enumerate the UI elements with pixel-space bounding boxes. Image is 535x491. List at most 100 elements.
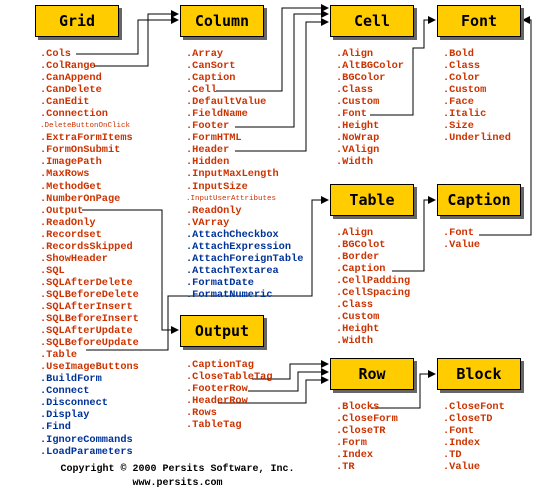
column-member: .FormHTML	[186, 132, 242, 145]
column-member: .InputMaxLength	[186, 168, 279, 181]
connector-blocks-to-block	[372, 370, 436, 409]
grid-member: .ReadOnly	[40, 216, 96, 229]
row-member: .Index	[336, 449, 374, 462]
grid-member: .IgnoreCommands	[40, 433, 133, 446]
grid-member: .ShowHeader	[40, 252, 108, 265]
grid-member: .Table	[40, 349, 78, 362]
column-member: .Footer	[186, 120, 230, 133]
cell-member: .Align	[336, 48, 374, 60]
cell-member: .VAlign	[336, 144, 380, 157]
connector-output-to-output	[82, 209, 179, 334]
cell-member: .NoWrap	[336, 132, 380, 145]
output-member: .TableTag	[186, 419, 242, 432]
row-member: .TR	[336, 461, 355, 474]
column-member: .FieldName	[186, 108, 248, 121]
cell-member: .Custom	[336, 96, 380, 109]
cell-title: Cell	[353, 12, 391, 30]
table-member: .Custom	[336, 311, 380, 324]
connector-cols-to-column	[76, 16, 179, 55]
grid-member: .ColRange	[40, 60, 96, 73]
column-member: .AttachForeignTable	[186, 252, 304, 265]
grid-member: .UseImageButtons	[40, 361, 139, 374]
table-member-list: .Align.BGColot.Border.Caption.CellPaddin…	[336, 227, 410, 347]
output-box: Output	[180, 315, 264, 347]
grid-member: .Connect	[40, 385, 90, 398]
column-member: .Cell	[186, 84, 217, 97]
connector-headerrow-to-row	[248, 368, 329, 392]
block-member: .Font	[443, 425, 474, 438]
font-member: .Face	[443, 96, 474, 109]
column-member: .AttachTextarea	[186, 264, 279, 277]
cell-member: .Font	[336, 108, 367, 121]
block-member: .CloseFont	[443, 401, 505, 413]
grid-member: .DeleteButtonOnClick	[40, 122, 131, 131]
grid-member: .ExtraFormItems	[40, 132, 133, 145]
connector-rows-to-row	[218, 376, 329, 404]
cell-member: .Width	[336, 156, 374, 169]
output-title: Output	[194, 322, 250, 340]
cell-member: .Class	[336, 84, 374, 97]
column-member-list: .Array.CanSort.Caption.Cell.DefaultValue…	[186, 48, 303, 301]
caption-title: Caption	[447, 191, 511, 209]
grid-member: .RecordsSkipped	[40, 240, 133, 253]
grid-member: .NumberOnPage	[40, 192, 121, 205]
connector-footerrow-to-row	[252, 360, 329, 380]
grid-member: .SQLAfterInsert	[40, 300, 133, 313]
column-member: .Header	[186, 144, 230, 157]
column-member: .DefaultValue	[186, 96, 267, 109]
table-member: .BGColot	[336, 239, 386, 252]
grid-box: Grid	[35, 5, 119, 37]
table-box: Table	[330, 184, 414, 216]
grid-member: .Display	[40, 409, 90, 422]
font-member-list: .Bold.Class.Color.Custom.Face.Italic.Siz…	[443, 48, 511, 144]
font-box: Font	[437, 5, 521, 37]
caption-member: .Font	[443, 227, 474, 239]
caption-member-list: .Font.Value	[443, 227, 480, 251]
table-member: .Align	[336, 227, 374, 239]
grid-member: .SQLBeforeUpdate	[40, 337, 139, 350]
block-member-list: .CloseFont.CloseTD.Font.Index.TD.Value	[443, 401, 505, 473]
column-box: Column	[180, 5, 264, 37]
row-title: Row	[358, 365, 386, 383]
block-box: Block	[437, 358, 521, 390]
row-member-list: .Blocks.CloseForm.CloseTR.Form.Index.TR	[336, 401, 398, 473]
column-member: .AttachExpression	[186, 240, 292, 253]
grid-member: .SQLAfterDelete	[40, 276, 133, 289]
column-member: .FormatNumeric	[186, 288, 273, 301]
output-member: .HeaderRow	[186, 395, 248, 408]
connector-footer-to-cell	[235, 10, 329, 128]
connector-header-to-cell	[235, 18, 329, 152]
font-member: .Bold	[443, 48, 474, 60]
column-member: .AttachCheckbox	[186, 228, 279, 241]
font-member: .Underlined	[443, 132, 511, 145]
cell-member: .AltBGColor	[336, 60, 404, 73]
caption-box: Caption	[437, 184, 521, 216]
column-member: .InputUserAttributes	[186, 194, 277, 203]
column-member: .FormatDate	[186, 276, 254, 289]
grid-member: .Connection	[40, 108, 108, 121]
font-title: Font	[460, 12, 498, 30]
block-title: Block	[456, 365, 502, 383]
connector-colrange-to-column	[94, 10, 179, 67]
connector-font-to-font	[370, 16, 436, 116]
copyright-text: Copyright © 2000 Persits Software, Inc.	[60, 464, 295, 475]
column-member: .CanSort	[186, 60, 236, 73]
column-member: .Caption	[186, 72, 236, 85]
font-member: .Italic	[443, 108, 487, 121]
grid-member: .CanEdit	[40, 96, 90, 109]
grid-member: .MaxRows	[40, 168, 90, 181]
output-member: .CloseTableTag	[186, 371, 273, 384]
table-member: .Border	[336, 251, 380, 264]
output-member: .Rows	[186, 407, 217, 420]
grid-member: .ImagePath	[40, 156, 102, 169]
grid-member: .SQLBeforeInsert	[40, 313, 139, 326]
connector-cell-to-cell	[216, 4, 329, 92]
font-member: .Size	[443, 120, 474, 133]
grid-title: Grid	[58, 12, 96, 30]
table-member: .Width	[336, 335, 374, 348]
row-member: .CloseForm	[336, 413, 398, 426]
grid-member: .BuildForm	[40, 373, 102, 386]
output-member: .FooterRow	[186, 383, 248, 396]
table-member: .CellSpacing	[336, 287, 411, 300]
grid-member: .Cols	[40, 48, 71, 60]
